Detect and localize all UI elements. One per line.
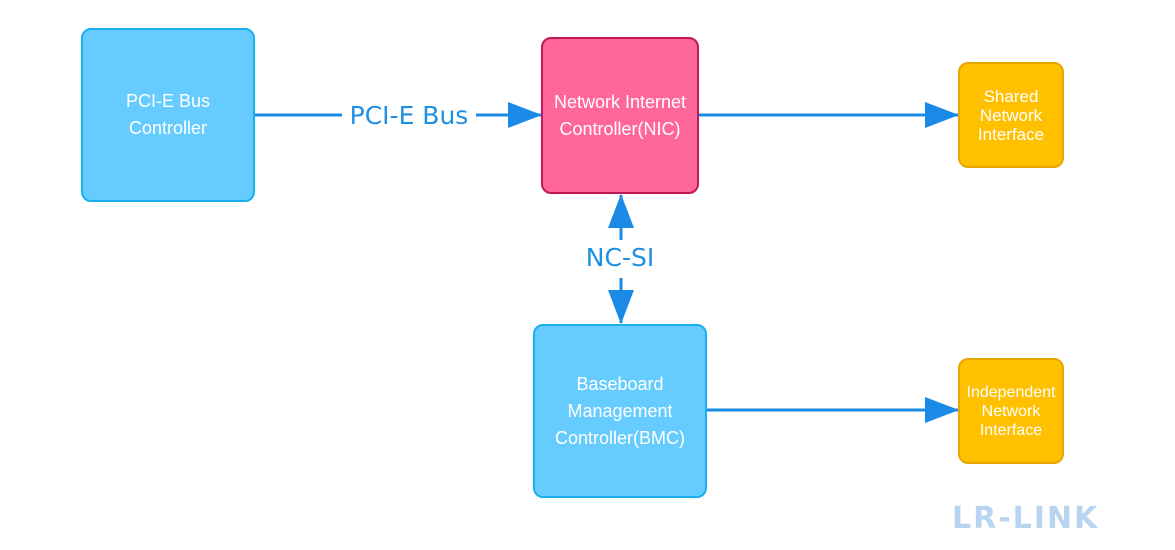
independent-network-interface-box: Independent Network Interface xyxy=(958,358,1064,464)
shared-network-interface-label: Shared Network Interface xyxy=(977,86,1045,144)
nic-label: Network Internet Controller(NIC) xyxy=(553,91,687,139)
bmc-label: Baseboard Management Controller(BMC) xyxy=(554,373,686,448)
lr-link-logo: LR-LINK xyxy=(952,501,1100,536)
nic-box: Network Internet Controller(NIC) xyxy=(541,37,699,194)
pcie-bus-controller-box: PCI-E Bus Controller xyxy=(81,28,255,202)
bmc-box: Baseboard Management Controller(BMC) xyxy=(533,324,707,498)
pcie-bus-edge-label: PCI-E Bus xyxy=(342,101,476,131)
ncsi-edge-label: NC-SI xyxy=(581,243,659,273)
shared-network-interface-box: Shared Network Interface xyxy=(958,62,1064,168)
pcie-bus-controller-label: PCI-E Bus Controller xyxy=(125,91,211,138)
independent-network-interface-label: Independent Network Interface xyxy=(966,383,1056,439)
